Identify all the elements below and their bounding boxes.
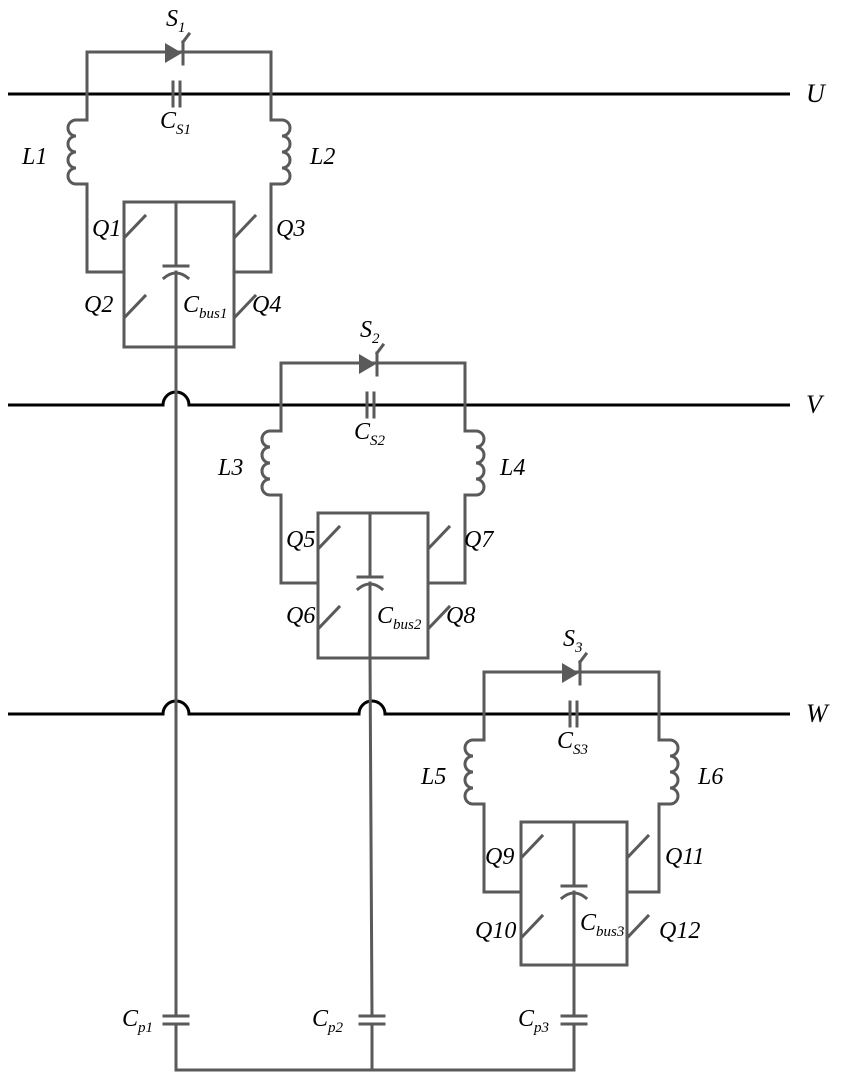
thyristor-icon xyxy=(359,354,376,374)
cp3-label: Cp3 xyxy=(518,1006,549,1036)
phase-u-module: S1 CS1 L1 L2 Q1 Q2 Q3 Q4 Cbus1 xyxy=(21,6,335,347)
cbus-label: Cbus3 xyxy=(580,910,624,940)
switch-q4-label: Q4 xyxy=(252,292,281,318)
switch-q12-icon xyxy=(627,892,648,938)
switch-q9-label: Q9 xyxy=(485,844,514,870)
thyristor-icon xyxy=(165,43,182,63)
inductor-right-icon xyxy=(659,740,678,804)
line-label-w: W xyxy=(806,699,830,728)
inductor-left-icon xyxy=(262,431,281,495)
switch-q11-label: Q11 xyxy=(665,844,705,870)
switch-q12-label: Q12 xyxy=(659,918,700,944)
switch-q3-icon xyxy=(234,202,255,238)
inductor-right-label: L6 xyxy=(697,764,723,790)
thyristor-label: S1 xyxy=(166,6,186,36)
cp1-label: Cp1 xyxy=(122,1006,153,1036)
switch-q7-label: Q7 xyxy=(464,527,494,553)
switch-q9-icon xyxy=(521,822,542,858)
cbus-label: Cbus2 xyxy=(377,603,422,633)
thyristor-label: S2 xyxy=(360,317,380,347)
switch-q11-icon xyxy=(627,822,648,858)
thyristor-label: S3 xyxy=(563,626,583,656)
bottom-network: Cp1 Cp2 Cp3 xyxy=(122,345,586,1070)
cs-label: CS2 xyxy=(354,419,386,449)
inductor-left-label: L1 xyxy=(21,144,47,170)
switch-q10-label: Q10 xyxy=(475,918,516,944)
line-label-u: U xyxy=(806,79,827,108)
switch-q1-icon xyxy=(124,202,145,238)
cp2-label: Cp2 xyxy=(312,1006,344,1036)
inductor-right-label: L2 xyxy=(309,144,335,170)
switch-q3-label: Q3 xyxy=(276,216,305,242)
inductor-left-icon xyxy=(465,740,484,804)
phase-v-module: S2 CS2 L3 L4 Q5 Q6 Q7 Q8 Cbus2 xyxy=(217,317,525,658)
inductor-left-label: L3 xyxy=(217,455,243,481)
switch-q2-label: Q2 xyxy=(84,292,113,318)
cp2-wire-top xyxy=(370,655,372,1016)
switch-q10-icon xyxy=(521,892,542,938)
inductor-right-icon xyxy=(271,120,290,184)
inductor-right-icon xyxy=(465,431,484,495)
switch-q5-label: Q5 xyxy=(286,527,315,553)
switch-q7-icon xyxy=(428,513,449,549)
line-label-v: V xyxy=(806,390,825,419)
phase-w-module: S3 CS3 L5 L6 Q9 Q10 Q11 Q12 Cbus3 xyxy=(420,626,723,965)
switch-q5-icon xyxy=(318,513,339,549)
cbus-label: Cbus1 xyxy=(183,292,227,322)
inductor-left-icon xyxy=(68,120,87,184)
inductor-left-label: L5 xyxy=(420,764,446,790)
inductor-right-label: L4 xyxy=(499,455,525,481)
switch-q1-label: Q1 xyxy=(92,216,121,242)
switch-q2-icon xyxy=(124,272,145,318)
cs-label: CS3 xyxy=(557,728,588,758)
line-v xyxy=(8,392,790,405)
thyristor-icon xyxy=(562,663,579,683)
cs-label: CS1 xyxy=(160,108,191,138)
switch-q6-icon xyxy=(318,583,339,629)
line-w xyxy=(8,701,790,714)
switch-q8-label: Q8 xyxy=(446,603,475,629)
switch-q6-label: Q6 xyxy=(286,603,315,629)
